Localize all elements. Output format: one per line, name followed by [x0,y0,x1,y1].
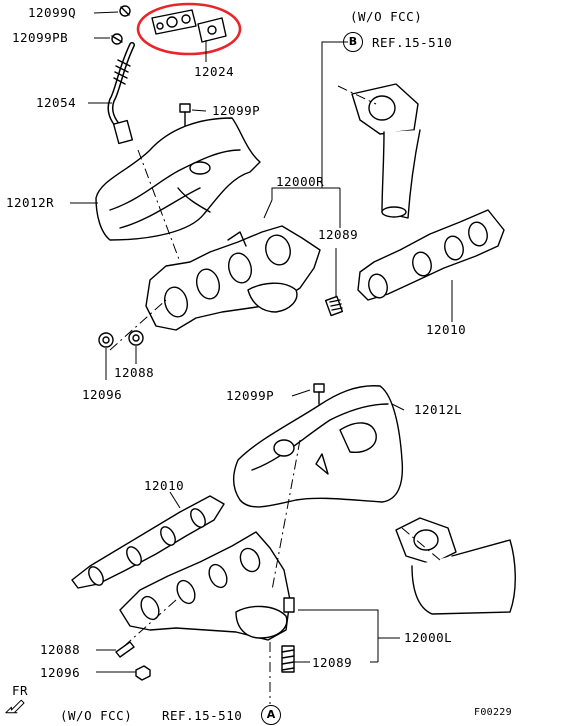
ref-top: REF.15-510 [372,35,453,50]
converter-pipe-top [351,83,421,219]
label-12099q: 12099Q [28,5,77,20]
note-top-wo-fcc: (W/O FCC) [350,9,423,24]
label-12010-left: 12010 [144,478,185,493]
gasket-12024 [151,9,227,43]
stud-12089-top [324,295,344,317]
label-12024: 12024 [194,64,235,79]
label-12012r: 12012R [6,195,55,210]
label-12099pb: 12099PB [12,30,69,45]
label-12089-top: 12089 [318,227,359,242]
label-12096-bot: 12096 [40,665,81,680]
bolt-12099p-top [179,103,191,127]
dashed-lines [109,85,441,704]
washer-12088-bot [115,641,135,658]
label-12089-bot: 12089 [312,655,353,670]
label-12000l: 12000L [404,630,453,645]
label-12099p-top: 12099P [212,103,261,118]
figure-code: F00229 [474,707,512,718]
note-bottom-wo-fcc: (W/O FCC) [60,708,133,723]
ref-circle-b: B [343,32,363,52]
heat-protector-12012r [95,117,261,241]
nut-12099q [119,5,131,17]
fr-label: FR [12,683,29,698]
nut-12096-top [98,332,114,348]
bolt-12099pb [111,33,123,45]
pipe-12054 [107,42,135,145]
label-12088-bot: 12088 [40,642,81,657]
leader-lines [70,11,453,673]
heat-protector-12012l [233,385,404,508]
highlight-circle [136,2,242,56]
label-12096-top: 12096 [82,387,123,402]
gasket-12010-left [71,495,225,589]
label-12088-top: 12088 [114,365,155,380]
nut-12096-bot [135,665,151,681]
fr-arrow-icon [5,699,25,714]
bolt-12099p-mid [313,383,325,405]
label-12054: 12054 [36,95,77,110]
washer-12088-top [128,330,144,346]
label-12099p-mid: 12099P [226,388,275,403]
exhaust-manifold-12000r [145,225,321,331]
gasket-12010-right [357,209,505,301]
label-12012l: 12012L [414,402,463,417]
exhaust-manifold-12000l [119,531,295,641]
ref-bottom: REF.15-510 [162,708,243,723]
label-12010-right: 12010 [426,322,467,337]
converter-pipe-bottom [395,517,516,615]
label-12000r: 12000R [276,174,325,189]
ref-circle-a: A [261,705,281,725]
stud-12089-bot [281,645,295,673]
